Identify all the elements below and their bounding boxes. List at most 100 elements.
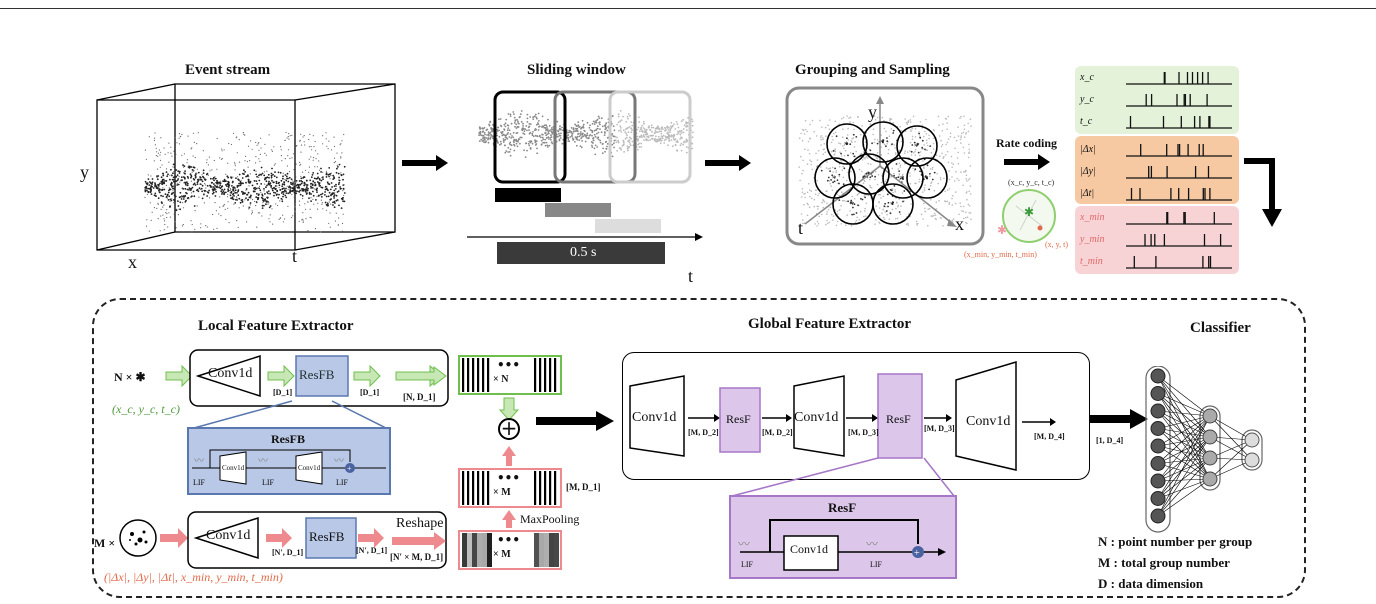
spike-label-xmin: x_min [1080,212,1105,223]
axis-x-label: x [128,252,137,272]
local-input-bottom-sub: (|Δx|, |Δy|, |Δt|, x_min, y_min, t_min) [104,570,283,584]
local-resfb-top: ResFB [299,367,335,382]
global-md3-b: [M, D_3] [924,424,955,433]
fm-top-times: × N [493,374,509,385]
grouping-diagram: ********* [785,86,985,246]
resfb-lif-a: LIF [193,478,205,487]
global-md3-a: [M, D_3] [848,428,879,437]
window-duration: 0.5 s [570,245,597,260]
global-resf-b: ResF [886,412,911,426]
svg-text:〰: 〰 [334,456,344,467]
local-nprime-d1-2: [N′, D_1] [356,546,388,555]
legend-n: N : point number per group [1098,534,1253,549]
svg-text:〰: 〰 [738,537,750,551]
local-out-arrow [395,366,447,386]
svg-text:✱: ✱ [1024,205,1034,219]
svg-text:〰: 〰 [194,456,204,467]
svg-text:*: * [844,140,849,150]
global-md4: [M, D_4] [1034,432,1065,441]
bottom-dashed-frame [92,298,1306,598]
svg-text:*: * [924,174,929,184]
event-stream-title: Event stream [185,62,271,78]
svg-text:*: * [890,200,895,210]
svg-text:〰: 〰 [258,456,268,467]
rate-coding-arrow [1004,154,1050,170]
spike-label-tmin: t_min [1080,256,1103,267]
global-resf-a: ResF [726,412,751,426]
spike-label-dt: |Δt| [1080,188,1095,199]
classifier-title: Classifier [1190,320,1251,336]
fm-top-dots: ••• [497,358,521,372]
axis-t-label: t [292,246,298,266]
arrow-to-classifier [1090,409,1148,429]
up-arrow-red [502,446,516,466]
global-md2-a: [M, D_2] [688,428,719,437]
sliding-window-diagram [467,90,703,264]
rate-coding-circle: ✱ ✱ [997,189,1056,243]
spike-label-ymin: y_min [1080,234,1105,245]
svg-text:*: * [832,174,837,184]
local-input-bottom: M × [94,536,116,550]
sliding-window-title: Sliding window [527,62,626,78]
global-pipeline [629,360,1056,471]
maxpooling-label: MaxPooling [520,512,580,526]
svg-text:*: * [900,174,905,184]
grouping-x-label: x [955,214,964,234]
star-icon: ✱ [135,370,146,384]
rate-coding-label: Rate coding [996,136,1057,150]
event-points [144,131,346,233]
svg-text:*: * [850,200,855,210]
spike-group-orange [1075,136,1239,204]
local-d1-label-2: [D_1] [360,388,380,397]
svg-text:✱: ✱ [997,223,1007,237]
resf-detail-title: ResF [828,500,857,515]
reshape-arrow [392,532,446,550]
local-top-pipeline [165,349,449,407]
svg-text:+: + [347,464,352,473]
local-input-top: N × ✱ [114,370,146,385]
global-conv1d-a: Conv1d [632,410,677,425]
global-md2-b: [M, D_2] [762,428,793,437]
window-time-axis: t [688,266,694,286]
fm-bot-times: × M [493,549,511,560]
global-box [622,352,1090,480]
axis-y-label: y [80,162,89,182]
resfb-conv-b: Conv1d [298,464,321,472]
rate-center-label: (x_c, y_c, t_c) [1008,178,1055,187]
resfb-detail-title: ResFB [271,432,305,446]
grouping-title: Grouping and Sampling [795,62,950,78]
rate-point-label: (x, y, t) [1045,240,1069,249]
global-conv1d-b: Conv1d [794,410,839,425]
resf-detail-conv: Conv1d [790,542,829,556]
resf-lif-b: LIF [870,560,882,569]
svg-text:〰: 〰 [866,537,878,551]
spike-label-dy: |Δy| [1080,166,1096,177]
rate-min-label: (x_min, y_min, t_min) [964,250,1037,259]
resfb-lif-c: LIF [336,478,348,487]
grouping-t-label: t [798,218,804,238]
svg-text:*: * [880,138,885,148]
grouping-y-label: y [868,102,877,122]
resf-detail: + 〰 〰 [729,457,957,579]
spike-trains [1126,72,1232,269]
resfb-detail: + 〰 〰 〰 [187,400,391,495]
local-conv1d-bottom: Conv1d [206,528,251,543]
fm-mid-times: × M [493,487,511,498]
legend-m: M : total group number [1098,555,1230,570]
local-n-d1: [N, D_1] [403,392,436,402]
local-nprime-d1: [N′, D_1] [272,548,304,557]
spike-label-xc: x_c [1080,72,1094,83]
local-title: Local Feature Extractor [198,318,354,334]
spike-label-tc: t_c [1080,116,1093,127]
plus-icon: + [498,418,520,440]
up-arrow-red-2 [502,510,516,528]
global-conv1d-c: Conv1d [966,414,1011,429]
spike-label-dx: |Δx| [1080,144,1096,155]
fm-mid-dots: ••• [497,471,521,485]
resfb-lif-b: LIF [262,478,274,487]
spike-group-pink [1075,206,1239,274]
bent-arrow [1244,158,1282,227]
local-conv1d-top: Conv1d [208,366,253,381]
local-input-top-sub: (x_c, y_c, t_c) [112,402,180,416]
resfb-conv-a: Conv1d [222,464,245,472]
